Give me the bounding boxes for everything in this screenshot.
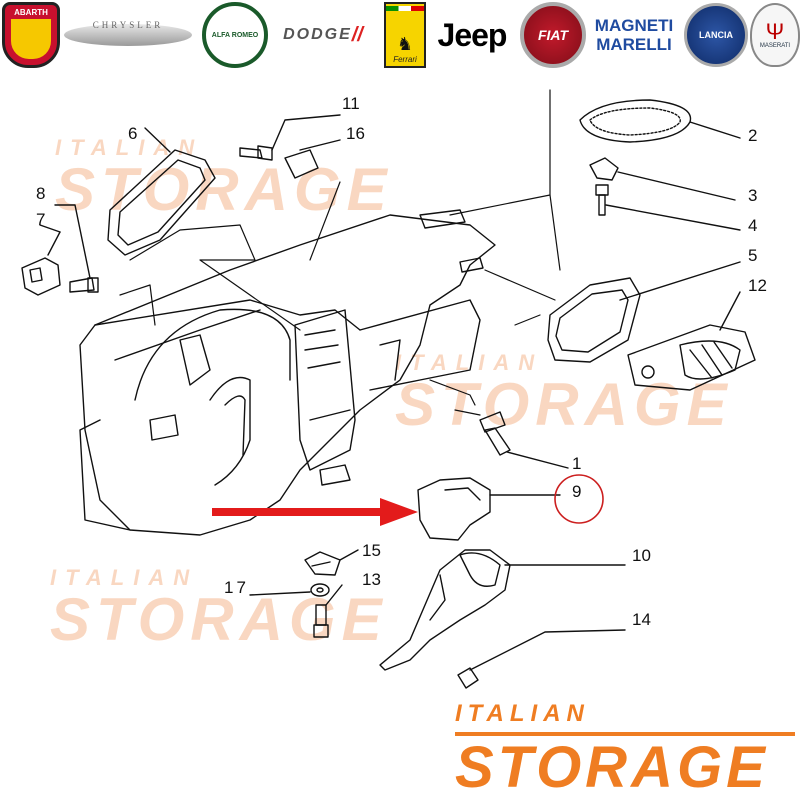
part-7-bracket <box>21 224 61 296</box>
callout-3: 3 <box>748 186 758 205</box>
callout-4: 4 <box>748 216 758 235</box>
fiat-logo: FIAT <box>520 2 586 68</box>
chrysler-logo-text: CHRYSLER <box>92 20 164 30</box>
callout-5: 5 <box>748 246 758 265</box>
part-9-cover <box>417 477 561 541</box>
fiat-logo-text: FIAT <box>520 2 586 68</box>
logo-rule <box>455 732 795 736</box>
lancia-logo-text: LANCIA <box>684 3 748 67</box>
part-4-screw <box>595 184 741 231</box>
watermark-line1: ITALIAN <box>50 565 199 590</box>
part-8-screw <box>54 204 99 293</box>
magneti-marelli-logo: MAGNETI MARELLI <box>588 4 680 66</box>
part-1-bolt <box>479 411 569 469</box>
highlight-arrow <box>212 498 418 526</box>
callout-9: 9 <box>572 482 582 501</box>
part-14-clip <box>457 629 626 689</box>
watermark-line1: ITALIAN <box>55 135 204 160</box>
leader-lines <box>119 89 561 416</box>
dashboard-body <box>79 209 496 536</box>
callout-10: 10 <box>632 546 651 565</box>
highlight-circle <box>554 474 604 524</box>
part-5-frame <box>547 261 741 363</box>
alfa-romeo-logo: ALFA ROMEO <box>202 2 268 68</box>
callout-15: 15 <box>362 541 381 560</box>
callout-16: 16 <box>346 124 365 143</box>
magneti-logo-text: MAGNETI <box>594 16 674 35</box>
watermark-line2: STORAGE <box>395 371 733 438</box>
callout-8: 8 <box>36 184 46 203</box>
abarth-logo-text: ABARTH <box>14 8 48 17</box>
part-12-vent <box>627 291 756 391</box>
part-13-screw <box>313 584 343 638</box>
alfa-romeo-logo-text: ALFA ROMEO <box>202 2 268 68</box>
callout-6: 6 <box>128 124 138 143</box>
part-10-shroud <box>379 549 626 671</box>
part-3-clip <box>589 157 736 201</box>
watermark-top: ITALIAN STORAGE <box>55 135 393 220</box>
part-15-clip <box>304 549 359 576</box>
callout-17: 17 <box>224 578 249 597</box>
part-17-washer <box>249 583 330 597</box>
callout-11: 11 <box>342 94 360 113</box>
chrysler-logo: CHRYSLER <box>62 4 194 66</box>
callout-14: 14 <box>632 610 651 629</box>
part-2-grille <box>579 99 741 143</box>
jeep-logo-text: Jeep <box>437 16 508 53</box>
dodge-logo: DODGE// <box>283 23 363 46</box>
callout-1: 1 <box>572 454 582 473</box>
ferrari-logo-text: Ferrari <box>393 55 417 64</box>
lancia-logo: LANCIA <box>684 3 748 67</box>
callout-2: 2 <box>748 126 758 145</box>
callout-12: 12 <box>748 276 767 295</box>
maserati-logo-text: MASERATI <box>759 43 791 49</box>
part-6-frame <box>107 127 216 256</box>
jeep-logo: Jeep <box>430 4 514 66</box>
dodge-logo-text: DODGE <box>283 26 352 43</box>
marelli-logo-text: MARELLI <box>596 35 672 54</box>
watermark-middle: ITALIAN STORAGE <box>395 350 733 438</box>
ferrari-logo: ♞Ferrari <box>384 2 426 68</box>
logo-line1: ITALIAN <box>455 700 590 727</box>
callout-7: 7 <box>36 210 46 229</box>
abarth-logo: ABARTH <box>2 2 60 68</box>
logo-line2: STORAGE <box>455 735 769 800</box>
brand-logo-bar: ABARTH CHRYSLER ALFA ROMEO DODGE// ♞Ferr… <box>0 0 800 72</box>
callout-13: 13 <box>362 570 381 589</box>
part-16-clip <box>284 139 341 179</box>
italian-storage-logo: ITALIAN STORAGE <box>455 700 795 798</box>
part-11-screw <box>239 114 341 161</box>
